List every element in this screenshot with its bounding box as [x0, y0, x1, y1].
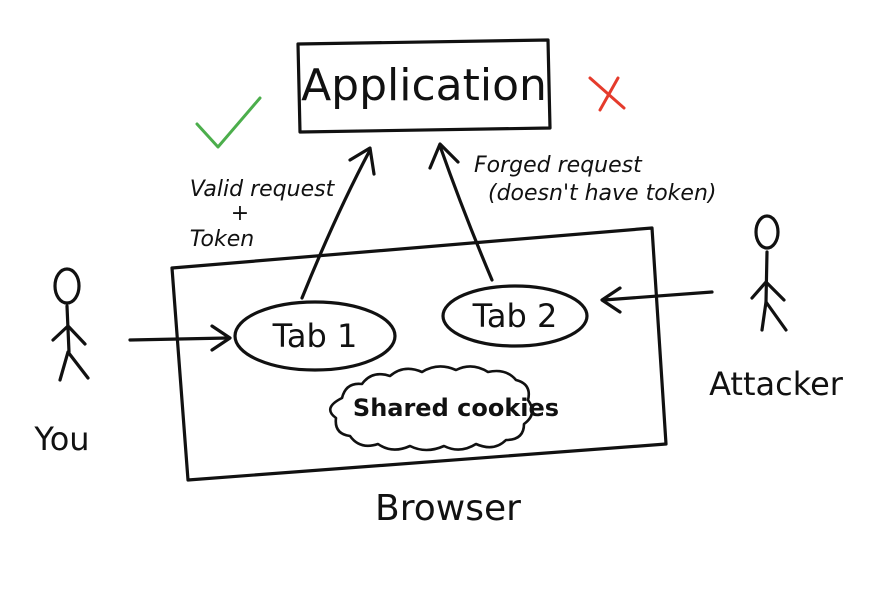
tab-1-label: Tab 1: [272, 317, 358, 355]
valid-request-line1: Valid request: [190, 177, 336, 202]
application-label: Application: [301, 60, 547, 111]
browser-label: Browser: [375, 488, 521, 529]
application-node: Application: [296, 38, 552, 134]
arrow-you-to-tab1: [128, 324, 232, 352]
tab-2-label: Tab 2: [472, 297, 558, 335]
arrow-attacker-to-tab2: [600, 286, 714, 314]
you-figure: [51, 267, 90, 382]
attacker-label: Attacker: [709, 365, 844, 403]
tab-2-node: Tab 2: [441, 284, 589, 348]
browser-node: [170, 226, 668, 482]
forged-request-note: Forged request (doesn't have token): [474, 153, 716, 206]
valid-request-line3: Token: [190, 227, 254, 252]
valid-request-note: Valid request + Token: [190, 177, 336, 252]
forged-request-line1: Forged request: [474, 153, 643, 178]
valid-request-line2: +: [231, 201, 249, 226]
tab-1-node: Tab 1: [233, 300, 397, 372]
arrow-tab2-to-application: [428, 142, 494, 282]
check-icon: [195, 96, 262, 149]
attacker-figure: [750, 214, 788, 332]
you-label: You: [33, 420, 89, 458]
shared-cookies-node: Shared cookies: [328, 365, 559, 452]
shared-cookies-label: Shared cookies: [353, 394, 559, 422]
forged-request-line2: (doesn't have token): [488, 181, 716, 206]
cross-icon: [588, 76, 626, 112]
arrow-tab1-to-application: [300, 146, 376, 300]
